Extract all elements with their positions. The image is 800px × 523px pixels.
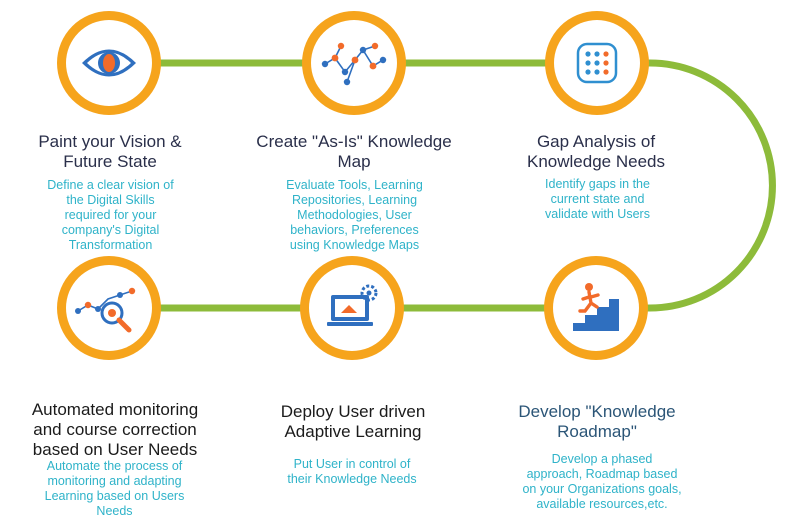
grid-dots-icon — [576, 42, 618, 84]
step-knowledge-map-circle — [302, 11, 406, 115]
magnifier-chart-icon — [75, 287, 136, 333]
step-monitoring-description: Automate the process of monitoring and a… — [44, 459, 185, 518]
stairs-climber-icon — [573, 283, 619, 331]
step-adaptive-learning-title: Deploy User driven Adaptive Learning — [280, 402, 426, 441]
step-roadmap-description: Develop a phased approach, Roadmap based… — [522, 452, 682, 511]
step-gap-analysis-title: Gap Analysis of Knowledge Needs — [527, 132, 665, 171]
connector-line — [110, 59, 776, 312]
step-roadmap-title: Develop "Knowledge Roadmap" — [518, 402, 676, 441]
eye-icon — [82, 49, 136, 77]
step-vision-title: Paint your Vision & Future State — [38, 132, 182, 171]
step-vision-description: Define a clear vision of the Digital Ski… — [47, 178, 174, 252]
step-gap-analysis-description: Identify gaps in the current state and v… — [545, 177, 650, 221]
step-knowledge-map-description: Evaluate Tools, Learning Repositories, L… — [286, 178, 423, 252]
step-adaptive-learning-description: Put User in control of their Knowledge N… — [287, 457, 417, 486]
step-monitoring-circle — [57, 256, 161, 360]
step-roadmap-circle — [544, 256, 648, 360]
step-gap-analysis-circle — [545, 11, 649, 115]
step-adaptive-learning-circle — [300, 256, 404, 360]
step-knowledge-map-title: Create "As-Is" Knowledge Map — [256, 132, 452, 171]
network-map-icon — [321, 42, 387, 86]
step-vision-circle — [57, 11, 161, 115]
step-monitoring-title: Automated monitoring and course correcti… — [31, 400, 199, 459]
laptop-gear-icon — [327, 284, 378, 326]
